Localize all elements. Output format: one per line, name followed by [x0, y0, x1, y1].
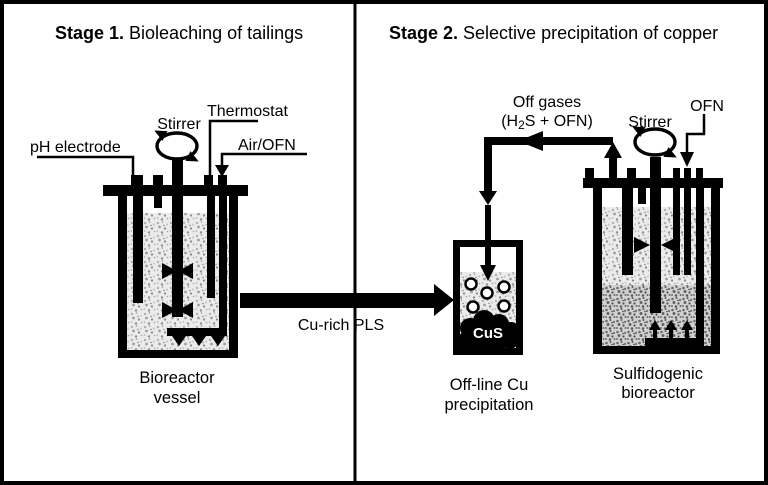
cu-rich-pls-label: Cu-rich PLS: [298, 317, 384, 334]
gas-bubble-icon: [464, 277, 478, 291]
sparger-nozzle-icon: [211, 336, 225, 346]
probe-rod: [673, 188, 680, 275]
lid-port: [696, 168, 703, 178]
sparger-up-arrow-icon: [665, 320, 677, 330]
gas-bubble-icon: [466, 300, 480, 314]
off-gas-riser-stub: [609, 158, 617, 178]
vessel-wall-left: [118, 196, 127, 358]
stirrer-shaft: [650, 157, 661, 313]
precipitation-vessel: CuS: [453, 205, 523, 355]
sulfidogenic-caption-line1: Sulfidogenic: [613, 365, 703, 383]
vessel-bottom: [593, 346, 720, 354]
vessel-bottom: [118, 350, 238, 358]
sulfidogenic-bioreactor: [583, 157, 723, 354]
gas-bubble-icon: [497, 280, 511, 294]
bioreactor-vessel: [103, 160, 248, 358]
gas-bubble-icon: [497, 299, 511, 313]
impeller-blade: [634, 237, 650, 253]
impeller-blade: [178, 302, 193, 318]
lid-port: [627, 168, 636, 178]
sparger-jet: [685, 330, 689, 338]
gas-inlet-tube: [219, 196, 227, 336]
impeller-blade: [162, 263, 177, 279]
sparger-bar: [645, 338, 704, 346]
bioreactor-caption-line2: vessel: [154, 389, 201, 407]
flow-arrow-shaft: [240, 293, 436, 308]
cus-label: CuS: [473, 325, 503, 342]
impeller-blade: [162, 302, 177, 318]
bioreactor-caption-line1: Bioreactor: [139, 369, 215, 387]
lid-port: [684, 168, 691, 178]
off-gas-up-arrow-icon: [604, 142, 622, 158]
vessel-wall-right: [229, 196, 238, 358]
gas-inlet-tube: [696, 188, 704, 346]
thermostat-rod: [207, 196, 215, 298]
air-ofn-leader-line: [220, 152, 307, 166]
gas-bubble-icon: [480, 286, 494, 300]
stage2-title: Stage 2. Selective precipitation of copp…: [389, 23, 718, 43]
precip-caption-line1: Off-line Cu: [450, 376, 529, 394]
sparger-bar: [167, 328, 227, 336]
off-gas-pipe: [479, 131, 622, 205]
stirrer-label-1: Stirrer: [157, 116, 201, 133]
air-ofn-label: Air/OFN: [238, 137, 296, 154]
sparger-up-arrow-icon: [649, 320, 661, 330]
ofn-down-arrow-icon: [680, 152, 694, 167]
sparger-nozzle-icon: [192, 336, 206, 346]
precip-caption-line2: precipitation: [445, 396, 534, 414]
lid-port: [218, 175, 227, 185]
lid-port: [153, 175, 163, 185]
thermostat-label: Thermostat: [207, 103, 288, 120]
ph-electrode-label: pH electrode: [30, 139, 121, 156]
air-ofn-down-arrow-icon: [215, 165, 229, 177]
stirrer-label-2: Stirrer: [628, 114, 672, 131]
sparger-up-arrow-icon: [681, 320, 693, 330]
sulfidogenic-caption-line2: bioreactor: [621, 384, 695, 402]
sparger-nozzle-icon: [172, 336, 186, 346]
impeller-blade: [178, 263, 193, 279]
lid-port: [585, 168, 594, 178]
probe-rod: [684, 188, 691, 275]
ofn-label: OFN: [690, 98, 724, 115]
thermostat-leader-line: [208, 119, 258, 185]
off-gases-label-line2: (H2S + OFN): [501, 113, 593, 132]
off-gases-label-line1: Off gases: [513, 94, 581, 111]
sparger-jet: [669, 330, 673, 338]
sampling-port-rod: [638, 188, 646, 204]
off-gas-left-arrow-icon: [518, 131, 543, 151]
ph-electrode-leader-line: [37, 155, 135, 176]
lid-port: [131, 175, 143, 185]
vessel-wall-left: [593, 188, 602, 346]
stage1-title: Stage 1. Bioleaching of tailings: [55, 23, 303, 43]
off-gas-pipe-horizontal: [484, 137, 613, 145]
ofn-leader-line: [685, 114, 706, 152]
sparger-jet: [653, 330, 657, 338]
cus-precipitate-cloud: [457, 310, 520, 354]
lid-port: [673, 168, 680, 178]
vessel-wall-right: [711, 188, 720, 346]
probe-rod: [622, 188, 633, 275]
cu-rich-pls-flow-arrow: [240, 284, 454, 316]
precip-inlet-pipe: [485, 205, 491, 267]
off-gas-down-arrow-icon: [479, 191, 497, 205]
stirrer-shaft: [172, 160, 183, 317]
off-gas-pipe-vertical: [484, 137, 492, 193]
ph-electrode-rod: [133, 196, 143, 303]
flow-arrow-head-icon: [434, 284, 454, 316]
sampling-port-rod: [154, 196, 162, 208]
stage1-panel: Stage 1. Bioleaching of tailings pH elec…: [30, 23, 454, 407]
precip-inlet-arrow-icon: [480, 265, 496, 281]
lid-port: [204, 175, 213, 185]
stage2-panel: Stage 2. Selective precipitation of copp…: [389, 23, 724, 414]
